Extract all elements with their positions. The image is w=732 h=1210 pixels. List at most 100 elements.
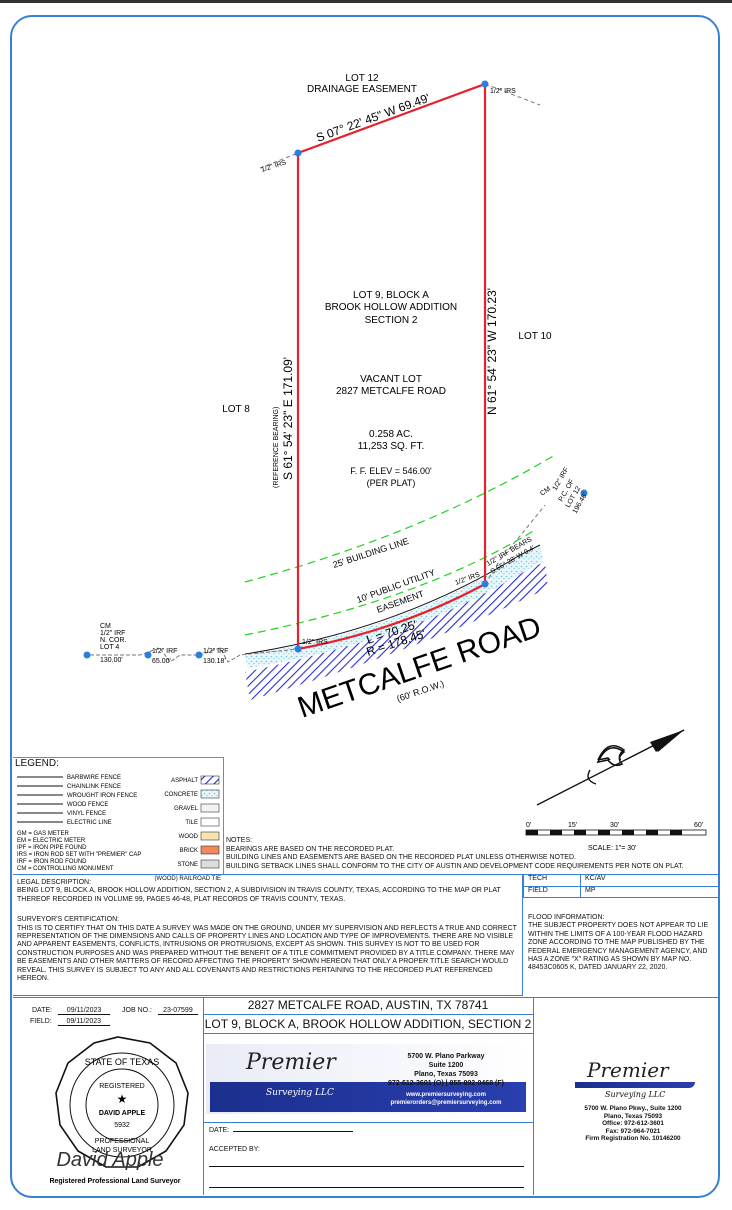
iron-rod-marker [83,651,91,659]
company-phone: 972-612-3601 (O) | 855-892-0468 (F) [388,1080,504,1087]
flood-text: THE SUBJECT PROPERTY DOES NOT APPEAR TO … [528,922,709,972]
irf-left-label: 1/2" IRF [100,630,125,637]
building-line [244,454,556,583]
property-boundary [296,82,487,649]
drainage-label: DRAINAGE EASEMENT [307,84,417,95]
ncor-label: N. COR. [100,637,127,644]
scale-tick: 15' [568,822,577,829]
fence-legend: BARBWIRE FENCE [67,775,121,781]
north-arrow-block [536,729,685,806]
seal-professional: PROFESSIONAL [95,1138,150,1145]
company-email[interactable]: premierorders@premiersurveying.com [390,1100,502,1106]
fence-legend: WOOD FENCE [67,802,108,808]
job-label: JOB NO.: [122,1007,152,1014]
field-date-label: FIELD: [30,1018,52,1025]
signature: David Apple [56,1149,163,1171]
legal-text: BEING LOT 9, BLOCK A, BROOK HOLLOW ADDIT… [17,887,501,903]
scale-tick: 60' [694,822,703,829]
company-web[interactable]: www.premiersurveying.com [406,1092,486,1098]
vacant-label: VACANT LOT [360,374,422,385]
material-legend: TILE [185,820,198,826]
seal-name: DAVID APPLE [99,1110,146,1117]
company-addr3: Plano, Texas 75093 [414,1071,478,1078]
lot10-label: LOT 10 [518,331,552,342]
note-line: BUILDING SETBACK LINES SHALL CONFORM TO … [226,862,684,870]
abbrev: IPF = IRON PIPE FOUND [17,845,87,851]
ref-bearing: (REFERENCE BEARING) [273,407,280,488]
irf-b-label: 1/2" IRF [203,648,228,655]
sqft-label: 11,253 SQ. FT. [358,441,425,452]
dist-130: 130.00' [100,657,123,664]
iron-rod-marker [294,645,302,653]
material-legend: ASPHALT [171,778,198,784]
iron-rod-marker [481,80,489,88]
fence-legend: VINYL FENCE [67,811,106,817]
west-call: S 61° 54' 23" E 171.09' [281,357,295,480]
company-logo-right: Premier Surveying LLC [565,1058,705,1099]
title-lot: LOT 9, BLOCK A, BROOK HOLLOW ADDITION, S… [204,1017,532,1031]
lot-name: LOT 9, BLOCK A [353,290,429,301]
crew-block: TECH KC/AV FIELD MP [523,874,718,898]
material-legend: (WOOD) RAILROAD TIE [154,876,221,882]
irf-a-label: 1/2" IRF [152,648,177,655]
cert-title: SURVEYOR'S CERTIFICATION: [17,916,120,924]
legal-block: LEGAL DESCRIPTION: BEING LOT 9, BLOCK A,… [13,874,523,996]
east-call: N 61° 54' 23" W 170.23' [485,288,499,415]
cert-text: THIS IS TO CERTIFY THAT ON THIS DATE A S… [17,924,517,983]
r-addr1: 5700 W. Plano Pkwy., Suite 1200 [584,1105,682,1112]
top-border [0,0,732,3]
ff-elev-label: F. F. ELEV = 546.00' [350,466,432,476]
material-legend: BRICK [180,848,198,854]
signature-line [209,1187,524,1188]
seal-land: LAND SURVEYOR [92,1147,152,1154]
sign-date-label: DATE: [209,1127,230,1134]
lot8-label: LOT 8 [222,404,250,415]
field-label: FIELD [524,887,581,898]
seal-star-icon: ★ [117,1092,128,1106]
north-call: S 07° 22' 45" W 69.49' [314,91,431,145]
title-block [13,997,718,1196]
irs-ne-label: 1/2" IRS [490,88,516,95]
field-row: FIELD: 09/11/2023 [30,1018,110,1026]
r-firm: Firm Registration No. 10146200 [585,1135,681,1143]
company-logo-name: Premier [246,1050,336,1075]
flood-block: FLOOD INFORMATION: THE SUBJECT PROPERTY … [528,914,714,973]
survey-sheet [10,15,720,1198]
fence-legend: CHAINLINK FENCE [67,784,121,790]
section-name: SECTION 2 [365,315,418,326]
irs-sw-label: 1/2" IRS [302,639,328,646]
abbrev: IRS = IRON ROD SET WITH "PREMIER" CAP [17,852,141,858]
legend-title: LEGEND: [15,758,59,769]
accepted-label: ACCEPTED BY: [209,1146,260,1153]
r-fax: Fax: 972-964-7021 [605,1127,661,1135]
seal-state: STATE OF TEXAS [85,1057,160,1067]
r-office: Office: 972-612-3601 [602,1120,664,1128]
fence-legend: ELECTRIC LINE [67,820,112,826]
note-line: BEARINGS ARE BASED ON THE RECORDED PLAT. [226,845,395,853]
abbrev: EM = ELECTRIC METER [17,838,86,844]
notes-title: NOTES: [226,837,253,844]
iron-rod-marker [144,651,152,659]
company-addr1: 5700 W. Plano Parkway [407,1053,485,1060]
date-value: 09/11/2023 [58,1007,111,1015]
irs-nw-label: 1/2" IRS [260,159,287,174]
address-label: 2827 METCALFE ROAD [336,386,446,397]
date-row: DATE: 09/11/2023 JOB NO.: 23-07599 [32,1007,198,1015]
company-logo-sub-right: Surveying LLC [605,1090,666,1099]
legend: LEGEND: BARBWIRE FENCE CHAINLINK FENCE W… [13,757,224,882]
date-label: DATE: [32,1007,53,1014]
abbrev: IRF = IRON ROD FOUND [17,859,87,865]
iron-rod-marker [580,489,588,497]
acres-label: 0.258 AC. [369,429,413,440]
material-legend: CONCRETE [164,792,198,798]
building-line-label: 25' BUILDING LINE [332,536,410,570]
company-logo-sub: Surveying LLC [266,1088,334,1098]
note-line: BUILDING LINES AND EASEMENTS ARE BASED O… [226,854,576,861]
dist-130b: 130.18' [203,658,226,665]
scale-tick: 0' [526,822,531,829]
sign-date-row: DATE: [209,1127,354,1134]
material-legend: GRAVEL [174,806,199,812]
concrete-sidewalk [245,546,543,668]
cm-right-label: CM [539,486,552,498]
legal-title: LEGAL DESCRIPTION: [17,879,92,886]
